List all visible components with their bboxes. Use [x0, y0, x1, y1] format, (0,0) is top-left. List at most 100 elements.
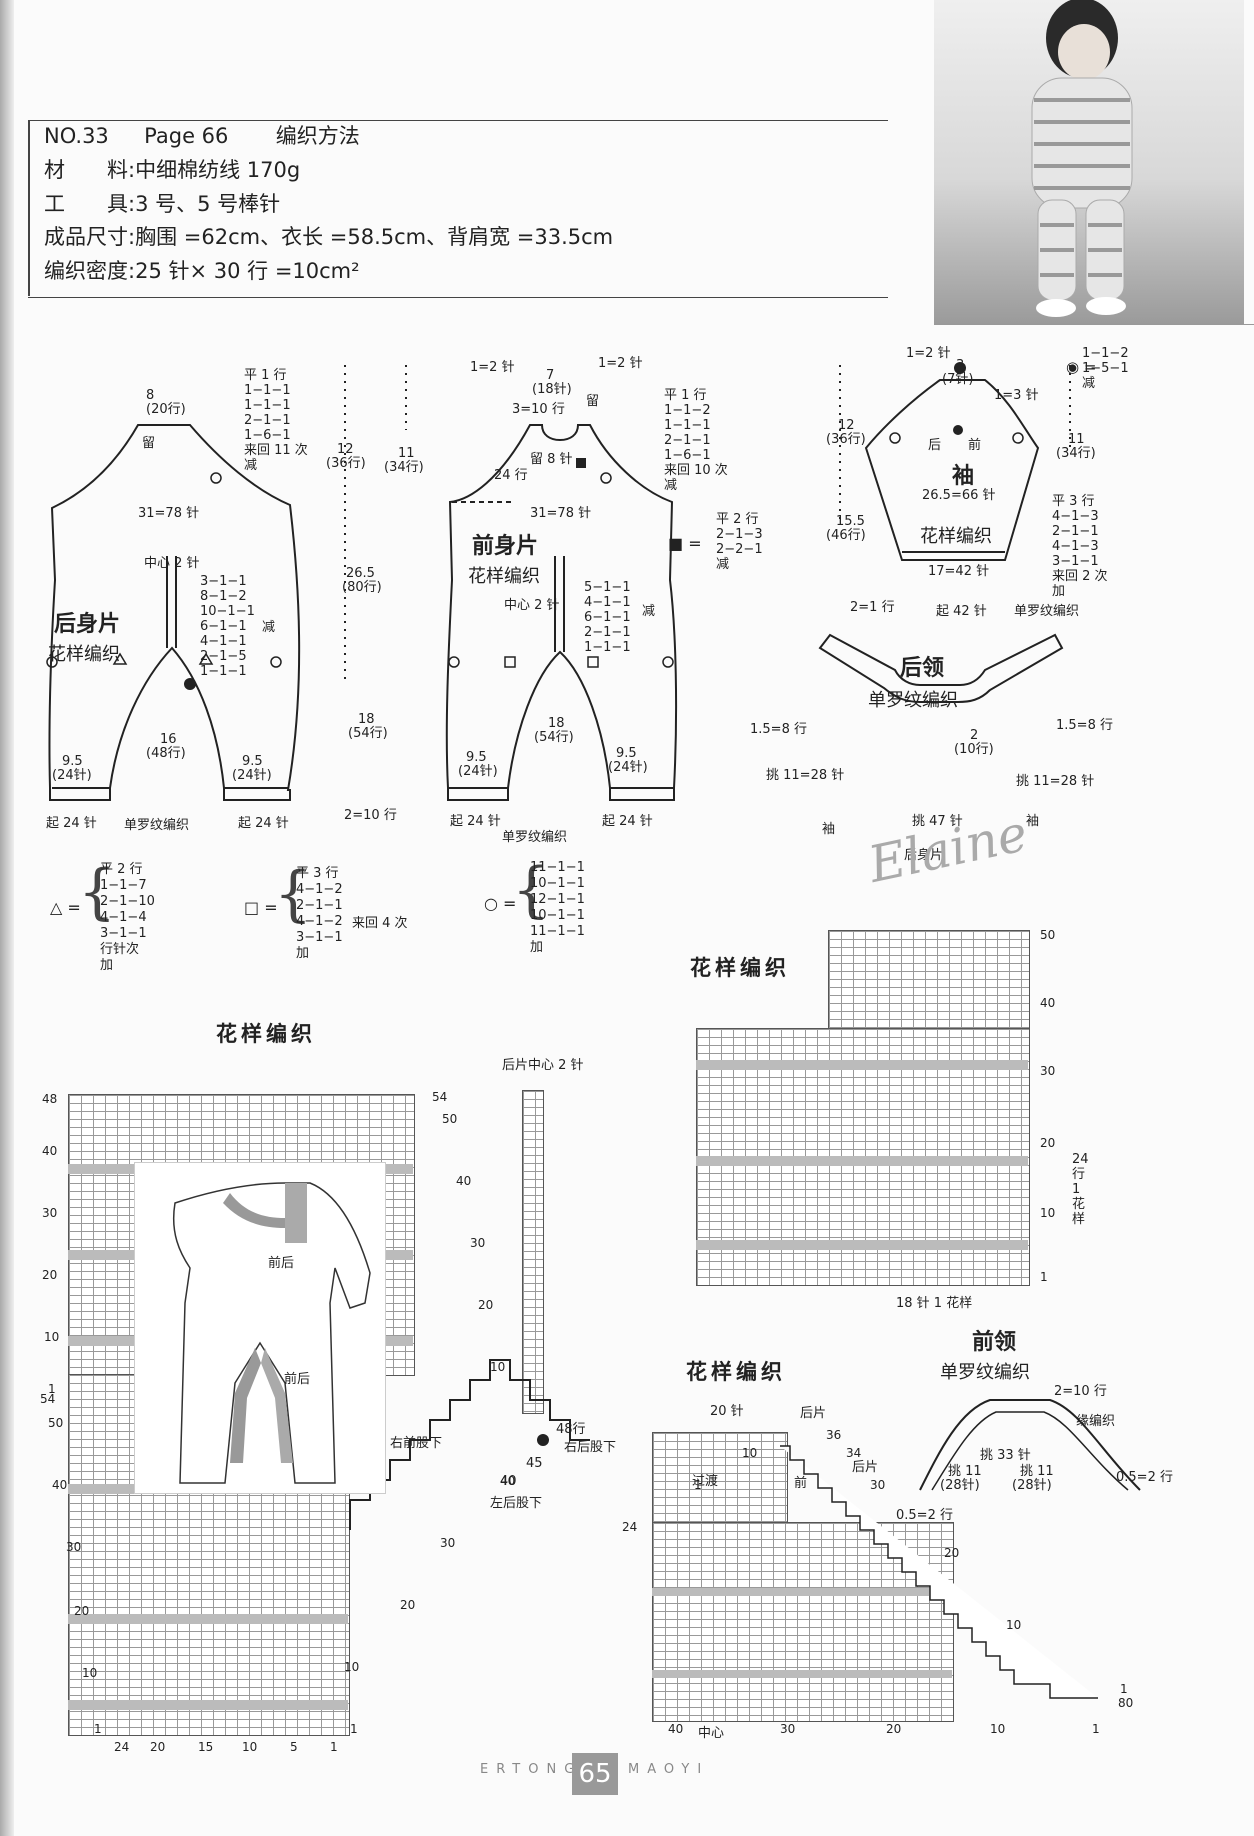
sleeve-title: 袖 [952, 464, 975, 489]
back-crotch: 16 [160, 732, 177, 747]
back-cast-left: 起 24 针 [46, 816, 97, 831]
back-leg-left: 9.5 [62, 754, 83, 769]
front-top-rows: 3=10 行 [512, 402, 565, 417]
back-dot-marker [184, 678, 196, 690]
back-top-width: 8 [146, 388, 155, 403]
sleeve-outline [864, 379, 1040, 561]
page-spine [0, 0, 14, 1836]
back-leg-left-st: (24针) [52, 768, 92, 783]
tool-label: 工 具: [44, 192, 136, 216]
front-top2: 1=2 针 [598, 356, 643, 371]
method-title: 编织方法 [275, 124, 360, 148]
front-chart-title: 花样编织 [686, 1360, 786, 1384]
front-collar-sub: 单罗纹编织 [940, 1362, 1030, 1383]
measure-b-rows: (34行) [384, 460, 424, 475]
sleeve-left-h-rows: (36行) [826, 432, 866, 447]
back-collar-right-edge: 1.5=8 行 [1056, 718, 1113, 733]
front-chart-band [652, 1588, 952, 1596]
sleeve-chart-band [696, 1240, 1028, 1250]
circle-legend-key: ○ = [484, 894, 517, 913]
back-rib: 单罗纹编织 [124, 818, 190, 833]
sleeve-rib: 单罗纹编织 [1014, 604, 1080, 619]
inset-label-1: 前后 [268, 1256, 295, 1271]
schematics-svg [46, 362, 1071, 801]
back-leg-right-st: (24针) [232, 768, 272, 783]
front-rows24: 24 行 [494, 468, 528, 483]
front-chest: 31=78 针 [530, 506, 592, 521]
front-collar-pick-r: 挑 11 [1020, 1464, 1054, 1479]
sleeve-chart-repeat-st: 18 针 1 花样 [896, 1296, 973, 1311]
measure-c-rows: (80行) [342, 580, 382, 595]
front-leave: 留 [586, 394, 600, 409]
photo-divider [934, 324, 1254, 325]
front-top1: 1=2 针 [470, 360, 515, 375]
sleeve-chart-band [696, 1156, 1028, 1166]
front-collar-drawing [919, 1399, 1141, 1491]
back-piece-outline [48, 424, 301, 801]
front-chart-band [652, 1670, 952, 1678]
front-chart-top: 20 针 [710, 1404, 744, 1419]
front-piece-title: 前身片 [472, 534, 539, 559]
size-line: 成品尺寸:胸围 =62cm、衣长 =58.5cm、背肩宽 =33.5cm [44, 222, 613, 253]
front-leg-right: 9.5 [616, 746, 637, 761]
measure-d-rows: (54行) [348, 726, 388, 741]
front-dec: 减 [642, 604, 656, 619]
sleeve-back: 后 [928, 438, 942, 453]
front-chart-back: 后片 [800, 1406, 827, 1421]
front-leg-left: 9.5 [466, 750, 487, 765]
measure-e: 2=10 行 [344, 808, 397, 823]
back-collar-mid-rows: (10行) [954, 742, 994, 757]
size-value: 胸围 =62cm、衣长 =58.5cm、背肩宽 =33.5cm [135, 225, 614, 249]
triangle-legend-key: △ = [50, 898, 81, 917]
front-leg-right-st: (24针) [608, 760, 648, 775]
front-collar-top: 2=10 行 [1054, 1384, 1107, 1399]
garment-inset [134, 1162, 386, 1494]
front-chart-back2: 后片 [852, 1460, 879, 1475]
front-leg-left-st: (24针) [458, 764, 498, 779]
front-center: 中心 2 针 [504, 598, 560, 613]
sleeve-chart-band [696, 1060, 1028, 1070]
sleeve-top2: 1=3 针 [994, 388, 1039, 403]
front-collar-pick-c: 挑 33 针 [980, 1448, 1031, 1463]
center-strip-grid [522, 1090, 544, 1414]
sleeve-left-h: 12 [838, 418, 855, 433]
front-collar-title: 前领 [972, 1330, 1017, 1355]
front-square-legend-key: ■ = [668, 534, 702, 553]
back-leave: 留 [142, 436, 156, 451]
header-left-border [28, 120, 30, 296]
sleeve-bottom: 2=1 行 [850, 600, 895, 615]
sleeve-chart-repeat-rows: 24行1花样 [1072, 1152, 1089, 1227]
front-piece-outline [445, 424, 678, 801]
header-box [28, 120, 888, 298]
measure-b: 11 [398, 446, 415, 461]
back-crotch-rows: (48行) [146, 746, 186, 761]
sleeve-top-mid-st: (7针) [942, 372, 974, 387]
sleeve-top1: 1=2 针 [906, 346, 951, 361]
label-45: 45 [526, 1456, 543, 1471]
circle-brace: { [512, 855, 551, 925]
front-crotch-rows: (54行) [534, 730, 574, 745]
triangle-brace: { [78, 857, 117, 927]
front-collar-pick-l-st: (28针) [940, 1478, 980, 1493]
front-top-mid: 7 [546, 368, 555, 383]
back-chest: 31=78 针 [138, 506, 200, 521]
gauge-line: 编织密度:25 针× 30 行 =10cm² [44, 256, 360, 287]
pattern-number: NO.33 [44, 124, 109, 148]
sleeve-side: 15.5 [836, 514, 865, 529]
sleeve-cast: 起 42 针 [936, 604, 987, 619]
main-chart-staircase [349, 1359, 590, 1530]
front-collar-pick-r-st: (28针) [1012, 1478, 1052, 1493]
page-number: 65 [572, 1753, 618, 1795]
label-right-front: 右前股下 [390, 1436, 443, 1451]
back-collar-outline [818, 633, 1064, 703]
baby-photo [934, 0, 1244, 325]
front-square-marker [576, 458, 586, 468]
